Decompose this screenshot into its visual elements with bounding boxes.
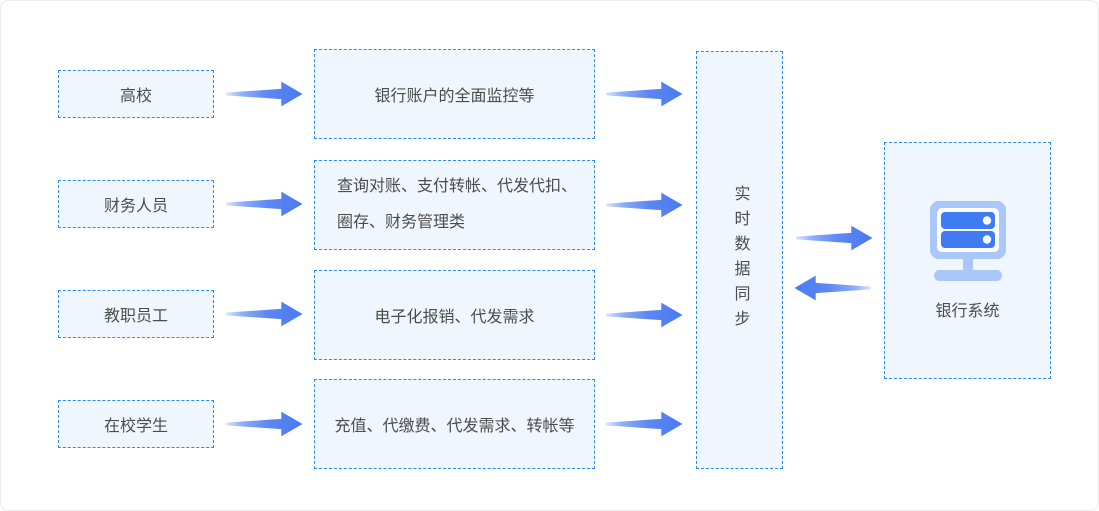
server-icon [929, 200, 1006, 281]
actor-box-faculty-staff: 教职员工 [58, 290, 214, 338]
service-box-reimbursement: 电子化报销、代发需求 [314, 270, 595, 360]
service-box-finance-functions: 查询对账、支付转帐、代发代扣、 圈存、财务管理类 [314, 160, 595, 250]
bank-system-label: 银行系统 [935, 302, 1000, 320]
realtime-sync-label: 实时数据同步 [731, 185, 749, 335]
arrow-right-icon [796, 224, 873, 252]
arrow-right-icon [226, 190, 303, 218]
actor-box-university: 高校 [58, 70, 214, 118]
realtime-sync-box: 实时数据同步 [696, 51, 783, 469]
service-box-student-payments: 充值、代缴费、代发需求、转帐等 [314, 379, 595, 469]
service-line: 圈存、财务管理类 [337, 214, 466, 231]
bank-system-box: 银行系统 [884, 142, 1051, 379]
arrow-right-icon [606, 301, 683, 329]
arrow-right-icon [226, 300, 303, 328]
arrow-right-icon [606, 410, 683, 438]
service-line: 查询对账、支付转帐、代发代扣、 [337, 178, 578, 195]
arrow-right-icon [226, 410, 303, 438]
actor-box-finance-staff: 财务人员 [58, 180, 214, 228]
service-box-account-monitoring: 银行账户的全面监控等 [314, 49, 595, 139]
arrow-right-icon [606, 191, 683, 219]
arrow-right-icon [226, 80, 303, 108]
arrow-right-icon [606, 80, 683, 108]
actor-box-students: 在校学生 [58, 400, 214, 448]
arrow-left-icon [794, 274, 871, 302]
